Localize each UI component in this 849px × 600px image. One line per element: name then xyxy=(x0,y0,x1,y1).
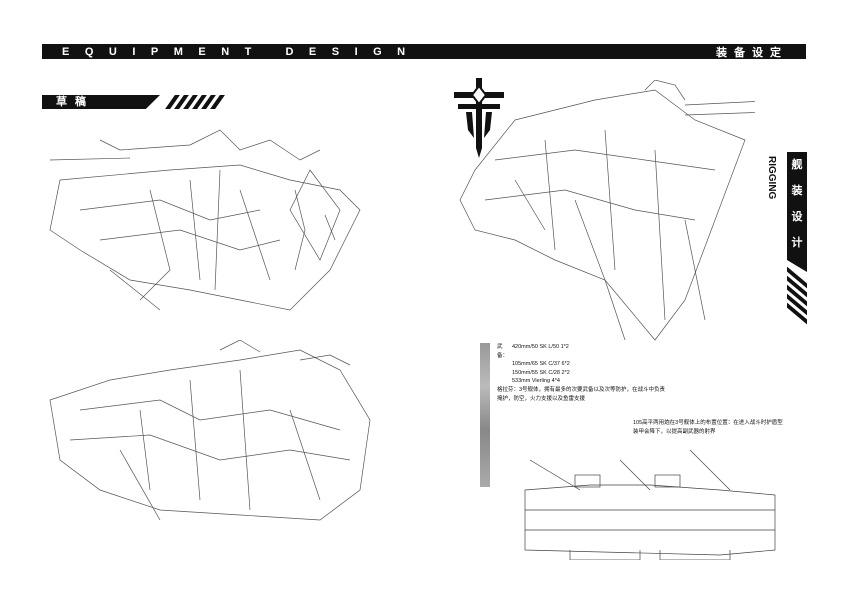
rig-char: 计 xyxy=(791,237,803,249)
weapons-list: 武备：420mm/50 SK L/50 1*2 105mm/65 SK C/37… xyxy=(497,343,570,386)
vertical-stripes-decoration xyxy=(787,266,807,325)
weapon-item: 420mm/50 SK L/50 1*2 xyxy=(512,344,569,350)
header-bar: EQUIPMENT DESIGN 装备设定 xyxy=(42,44,806,59)
texture-strip xyxy=(480,343,490,487)
rigging-label-cn: 舰 装 设 计 xyxy=(787,152,807,272)
cross-emblem-icon xyxy=(454,78,504,158)
hull-description: 格拉芬：3号舰体，拥有最多的次要武备以及次等防护，在战斗中负责掩护，防空，火力支… xyxy=(497,387,666,402)
weapon-item: 105mm/65 SK C/37 6*2 xyxy=(512,361,570,367)
gun-placement-note: 105高平两用炮在3号舰体上的布置位置：在进入战斗时护盾型装甲会降下，以提高副武… xyxy=(633,420,783,435)
rigging-sketch xyxy=(459,80,755,341)
weapons-label: 武备： xyxy=(497,344,509,359)
draft-sketch-bottom xyxy=(49,340,371,521)
draft-label: 草稿 xyxy=(42,95,160,109)
rigging-label-en: RIGGING xyxy=(766,156,777,200)
title-cn: 装备设定 xyxy=(716,46,788,59)
hull-side-view-sketch xyxy=(524,449,776,560)
rig-char: 舰 xyxy=(791,159,803,171)
weapon-item: 533mm Vierling 4*4 xyxy=(512,378,560,384)
stripes-decoration xyxy=(165,95,225,109)
title-en: EQUIPMENT DESIGN xyxy=(62,45,421,58)
weapon-item: 150mm/55 SK C/28 2*2 xyxy=(512,369,570,376)
draft-sketch-top xyxy=(49,129,361,311)
rig-char: 装 xyxy=(791,185,803,197)
rig-char: 设 xyxy=(791,211,803,223)
